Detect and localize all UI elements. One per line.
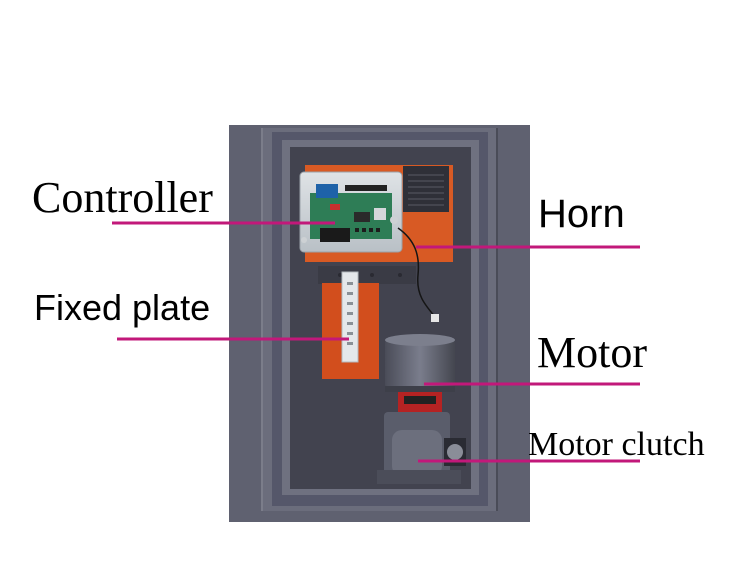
leader-lines (112, 221, 640, 463)
label-motor-clutch: Motor clutch (528, 426, 705, 463)
motor (385, 334, 455, 412)
label-fixed-plate: Fixed plate (34, 287, 211, 328)
motor-clutch (377, 412, 466, 484)
controller-board (299, 171, 403, 253)
horn-speaker (403, 166, 449, 212)
fixed-plate (322, 271, 379, 379)
wire-connector (431, 314, 439, 322)
wire (397, 227, 437, 319)
label-horn: Horn (538, 192, 625, 236)
label-controller: Controller (32, 173, 213, 222)
label-motor: Motor (537, 328, 647, 377)
